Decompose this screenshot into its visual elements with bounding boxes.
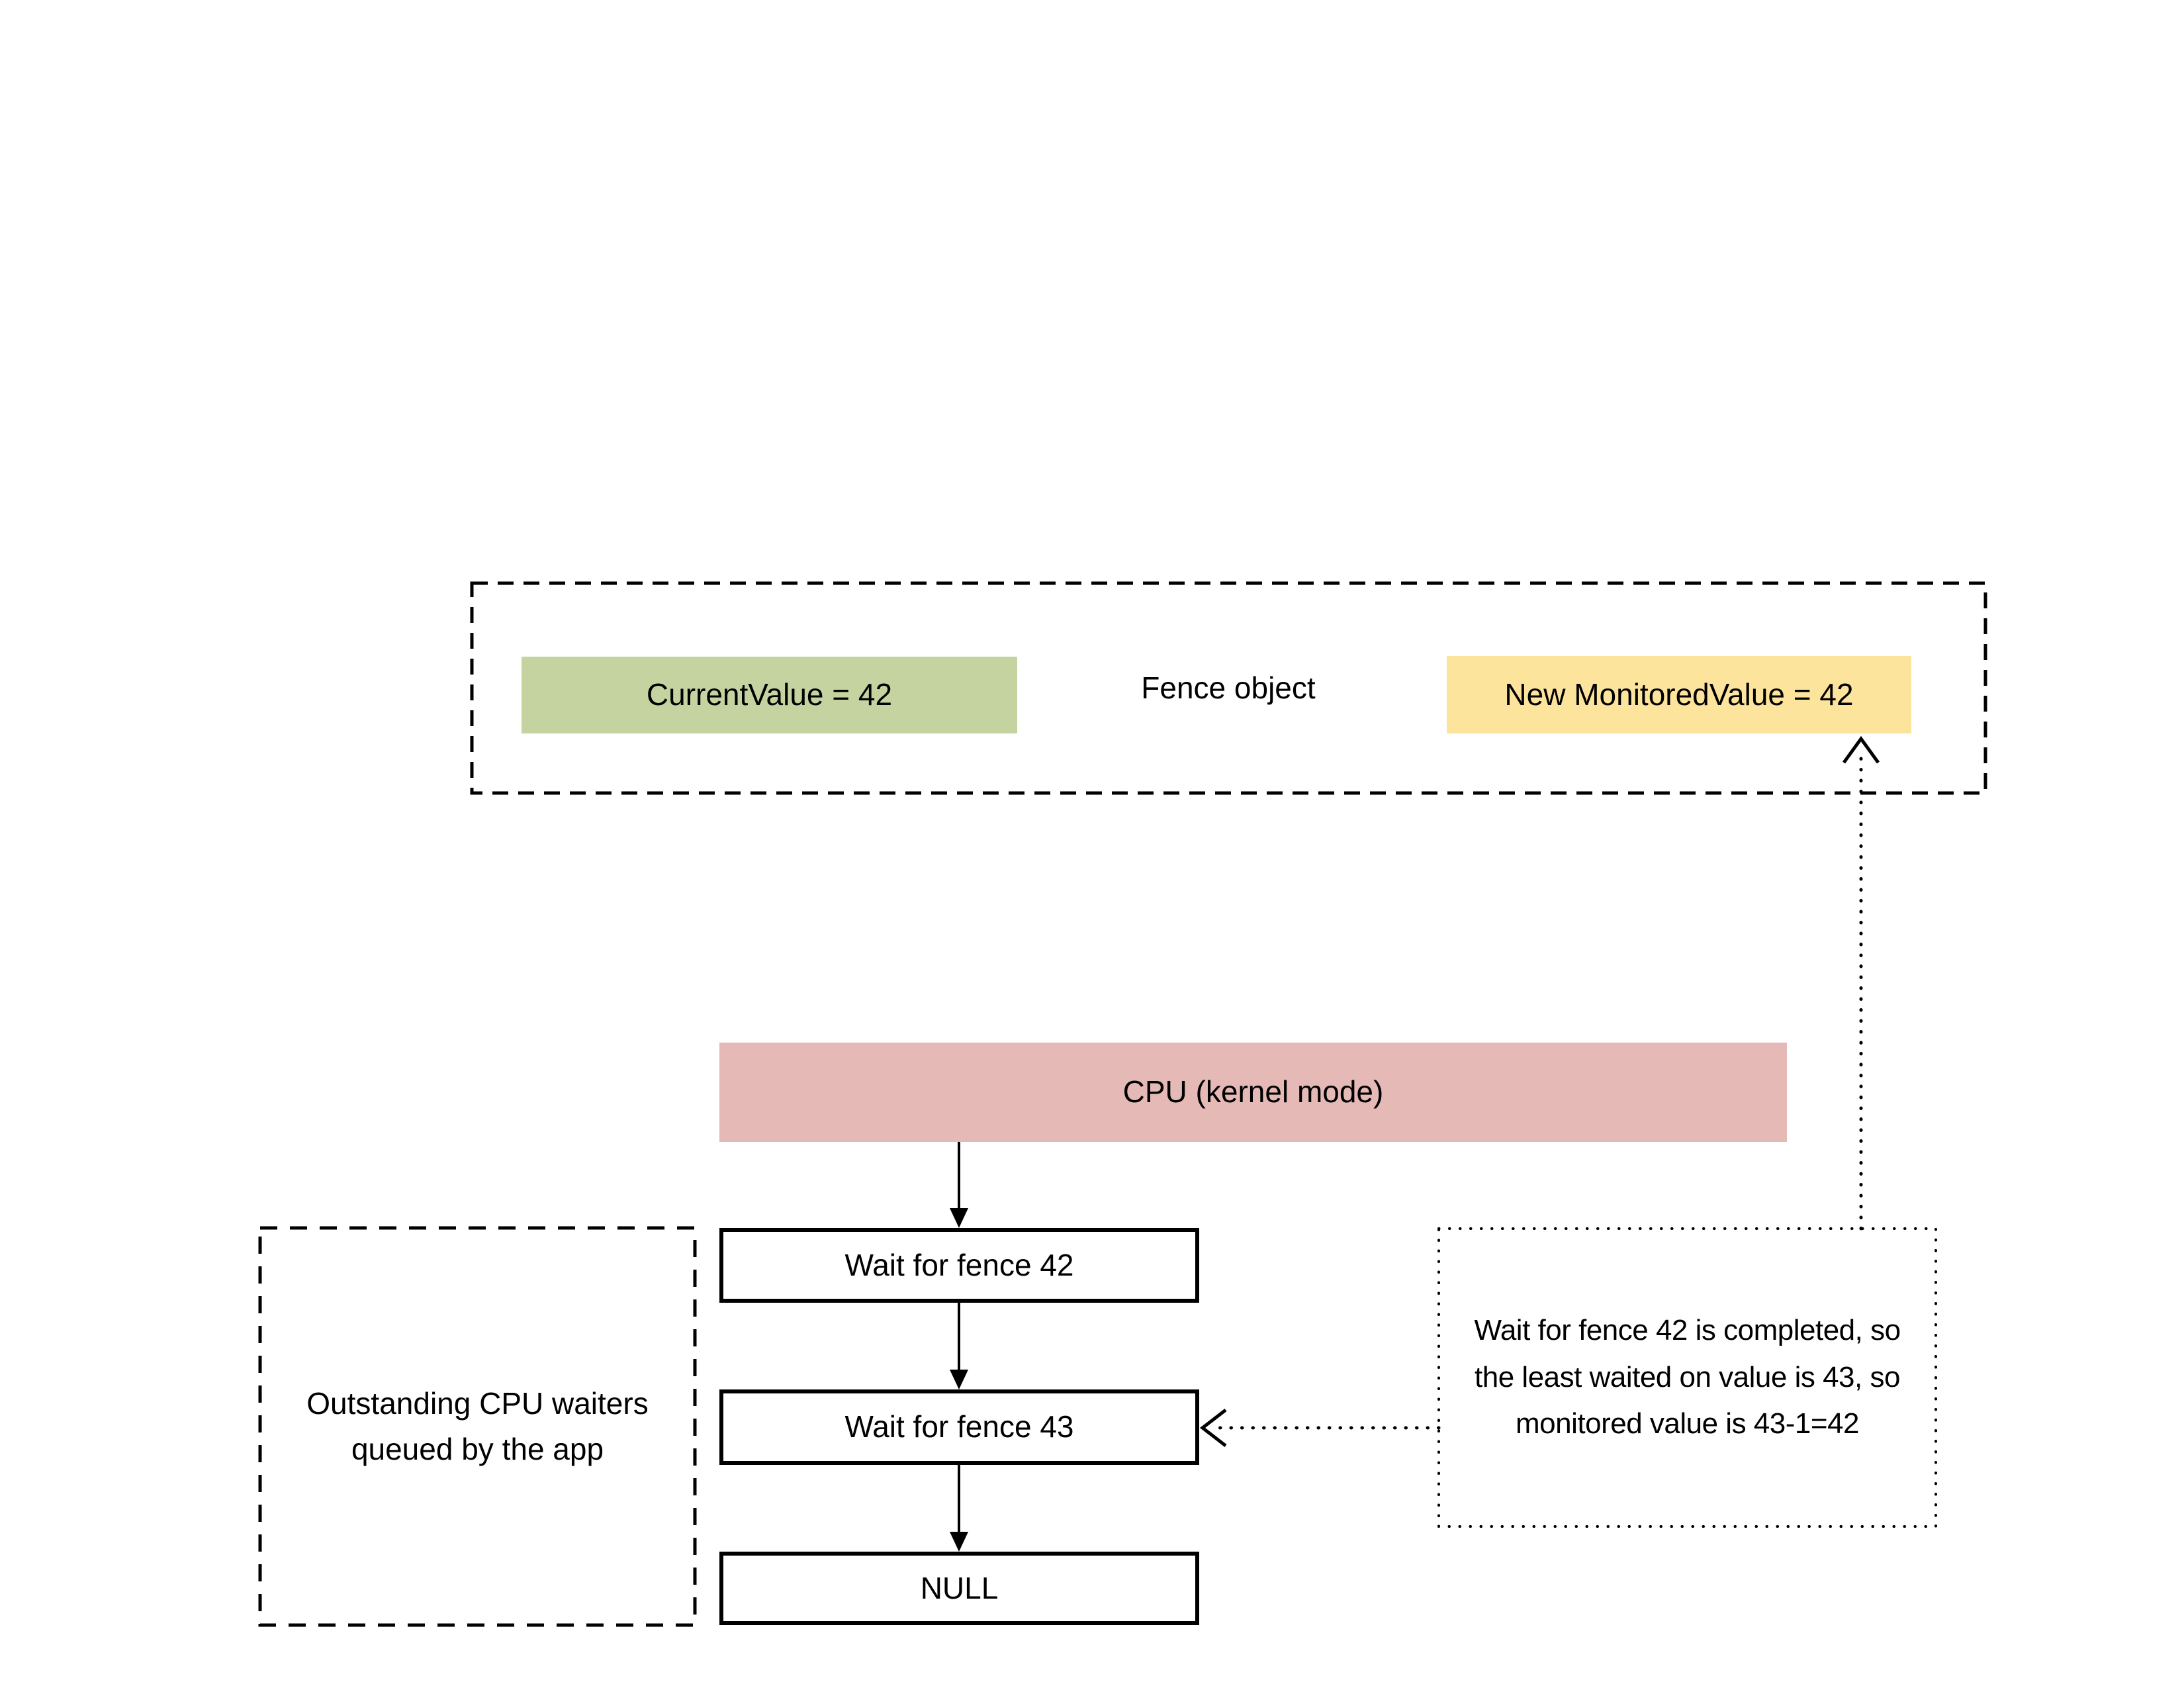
new-monitored-value-label: New MonitoredValue = 42: [1504, 677, 1854, 712]
fence-object-outline: [470, 581, 1987, 795]
wait-for-fence-43-box: Wait for fence 43: [719, 1389, 1199, 1465]
wait-for-fence-43-label: Wait for fence 43: [844, 1409, 1074, 1444]
arrowhead-wait43-to-null: [950, 1532, 968, 1552]
arrowhead-annotation-to-monitored-value: [1842, 735, 1880, 764]
cpu-kernel-mode-label: CPU (kernel mode): [1122, 1074, 1384, 1109]
current-value-label: CurrentValue = 42: [646, 677, 893, 712]
queue-box-outline: [258, 1226, 697, 1627]
arrowhead-annotation-to-wait43: [1199, 1409, 1227, 1447]
null-box: NULL: [719, 1552, 1199, 1625]
wait-for-fence-42-box: Wait for fence 42: [719, 1228, 1199, 1303]
annotation-line-2: the least waited on value is 43, so: [1475, 1360, 1900, 1393]
outstanding-waiters-box: Outstanding CPU waiters queued by the ap…: [260, 1228, 695, 1625]
annotation-box-outline: [1437, 1227, 1937, 1528]
fence-object-label: Fence object: [1141, 671, 1316, 705]
wait-for-fence-42-label: Wait for fence 42: [844, 1247, 1074, 1282]
outstanding-waiters-label: Outstanding CPU waiters queued by the ap…: [306, 1386, 649, 1466]
arrowhead-cpu-to-wait42: [950, 1208, 968, 1228]
new-monitored-value-box: New MonitoredValue = 42: [1447, 656, 1911, 733]
null-label: NULL: [920, 1570, 999, 1605]
annotation-line-3: monitored value is 43-1=42: [1516, 1407, 1860, 1440]
annotation-line-1: Wait for fence 42 is completed, so: [1474, 1314, 1901, 1347]
current-value-box: CurrentValue = 42: [522, 657, 1017, 733]
cpu-kernel-mode-box: CPU (kernel mode): [719, 1043, 1787, 1142]
annotation-box: Wait for fence 42 is completed, so the l…: [1439, 1229, 1936, 1526]
arrowhead-wait42-to-wait43: [950, 1370, 968, 1389]
